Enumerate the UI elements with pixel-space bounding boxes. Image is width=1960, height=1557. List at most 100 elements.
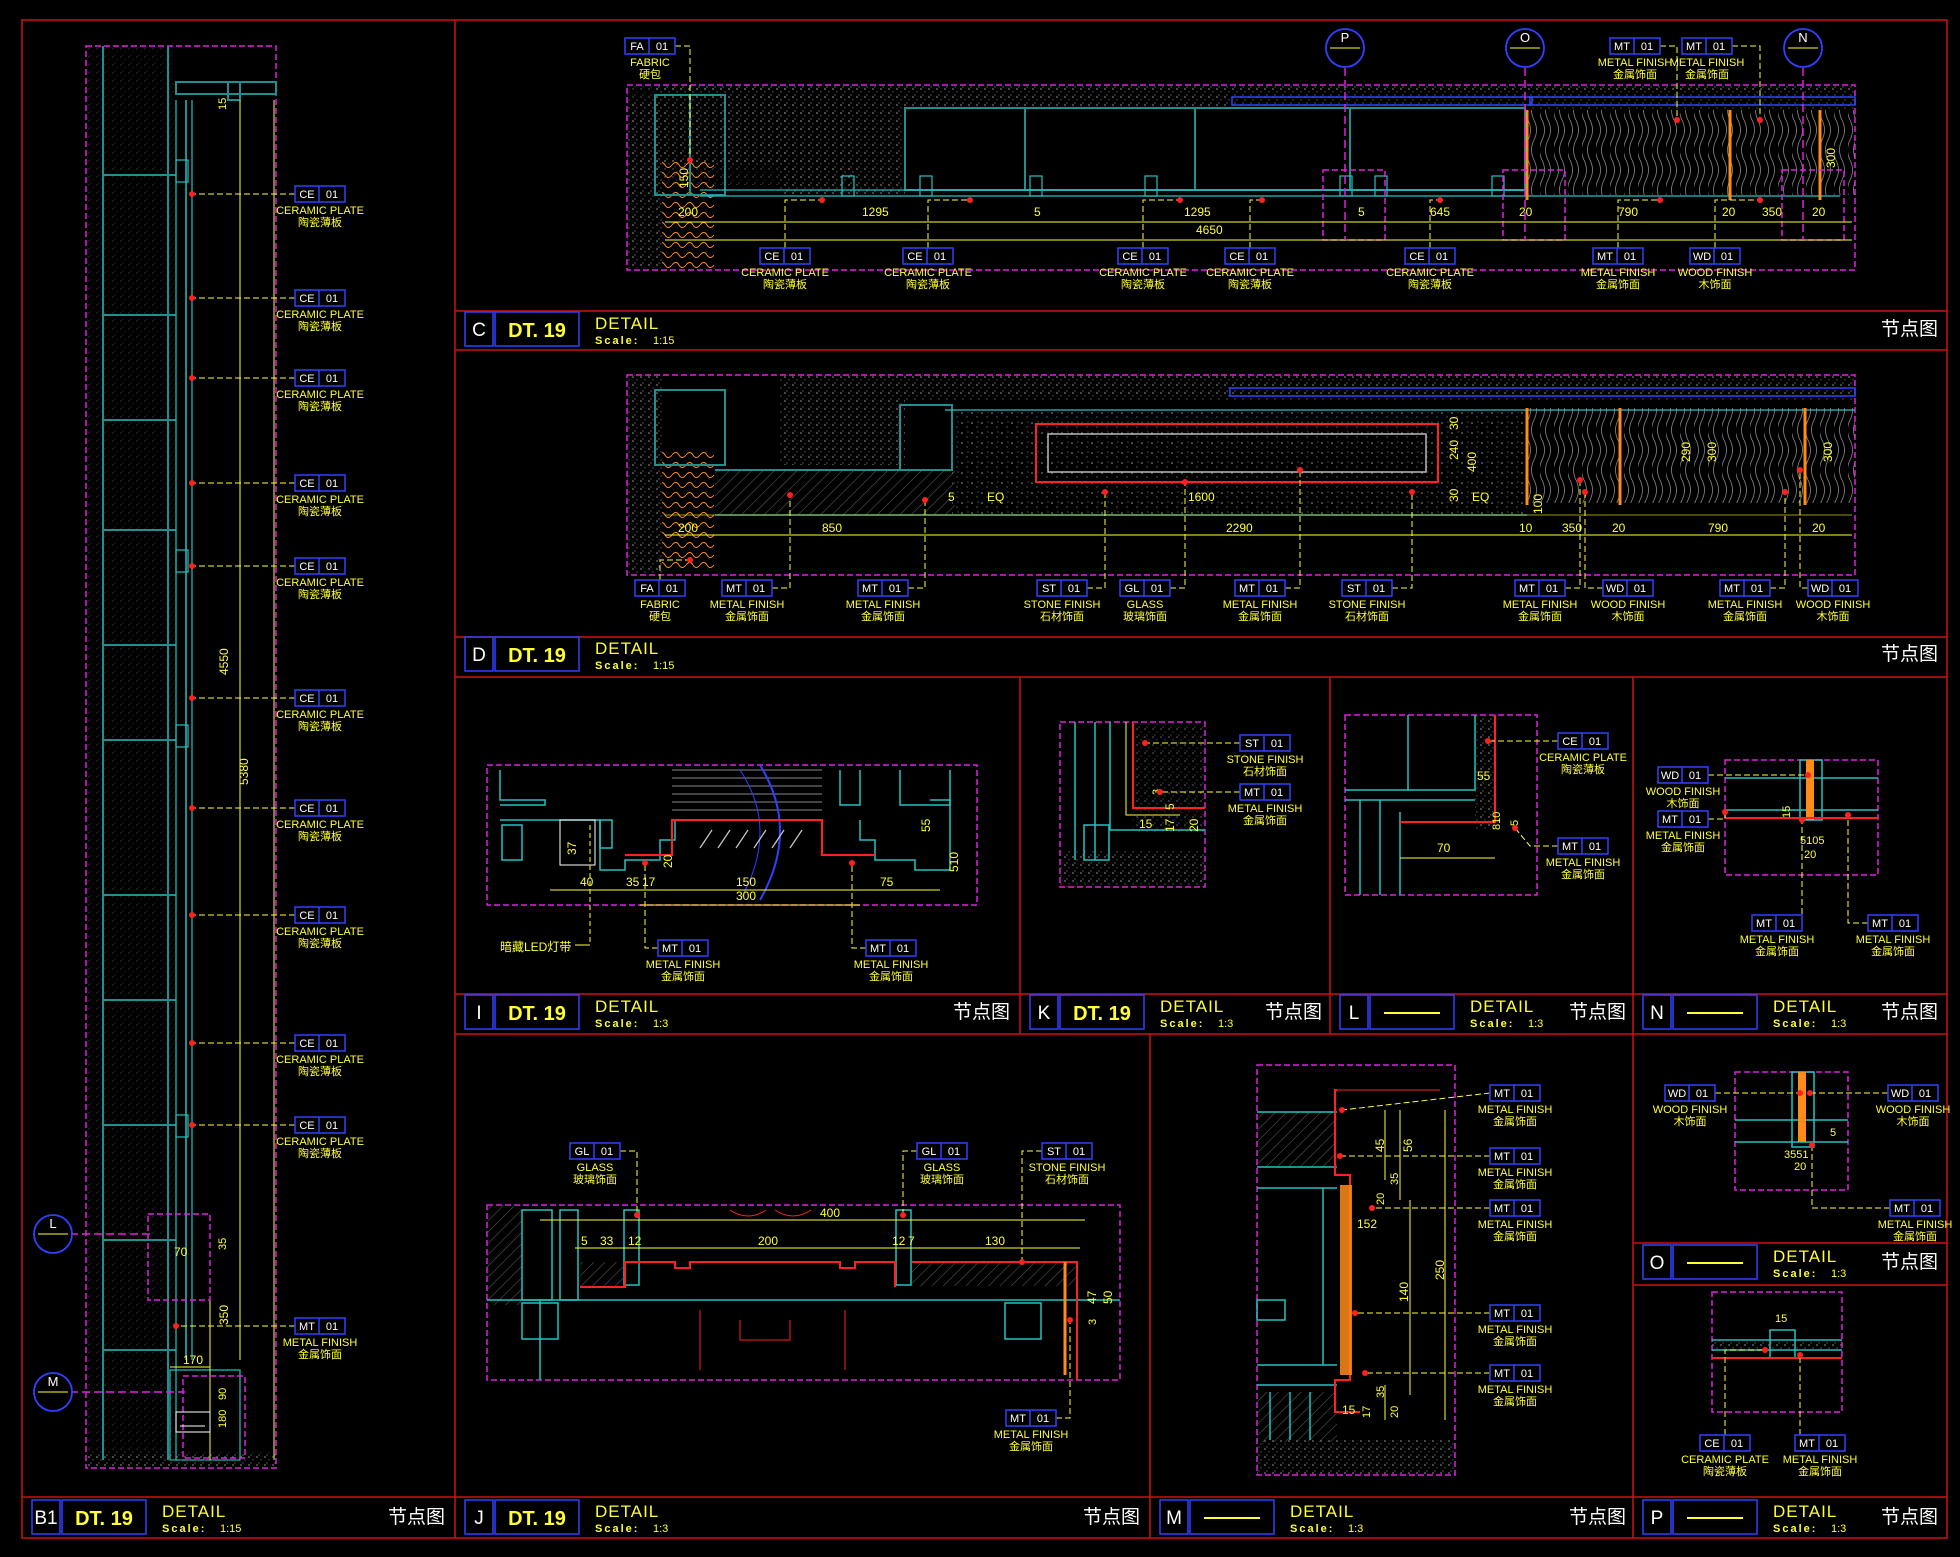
tag-english: CERAMIC PLATE [276,1054,364,1066]
tag-chinese: 陶瓷薄板 [298,587,342,601]
scale-prefix: Scale: [1290,1523,1334,1535]
tag-english: METAL FINISH [1670,57,1745,69]
tag-chinese: 木饰面 [1699,277,1732,291]
n-dim-20: 20 [1804,849,1816,861]
tag-code: MT [1494,1088,1510,1100]
i-dim-75: 75 [880,875,894,889]
tag-english: CERAMIC PLATE [1386,267,1474,279]
m-dim-20b: 20 [1389,1406,1401,1418]
tag-number: 01 [1589,736,1601,748]
tag-number: 01 [1731,1438,1743,1450]
tag-english: STONE FINISH [1029,1162,1106,1174]
tag-code: CE [299,561,314,573]
tag-number: 01 [948,1146,960,1158]
tag-chinese: 陶瓷薄板 [1408,277,1452,291]
m-dim-35b: 35 [1375,1386,1387,1398]
i-dim-55: 55 [919,818,933,832]
detail-label: DETAIL [1290,1502,1354,1521]
tag-english: METAL FINISH [1546,857,1621,869]
scale-prefix: Scale: [595,335,639,347]
i-dim-17: 17 [642,875,656,889]
sheet-reference: DT. 19 [508,1508,566,1530]
scale-prefix: Scale: [1773,1268,1817,1280]
tag-code: MT [1562,841,1578,853]
scale-value: 1:3 [1831,1268,1846,1280]
tag-chinese: 石材饰面 [1345,609,1389,623]
l-dim-810: 810 [1491,812,1503,830]
tag-number: 01 [326,1321,338,1333]
tag-number: 01 [1271,738,1283,750]
tag-code: MT [1799,1438,1815,1450]
scale-value: 1:3 [1528,1018,1543,1030]
tag-code: MT [1244,787,1260,799]
tag-code: ST [1042,583,1056,595]
tag-code: MT [1494,1203,1510,1215]
tag-chinese: 陶瓷薄板 [906,277,950,291]
j-dim-33: 33 [600,1234,614,1248]
d-dim-300b: 300 [1821,442,1835,462]
view-letter: I [476,1003,481,1024]
tag-number: 01 [753,583,765,595]
scale-value: 1:15 [653,660,674,672]
tag-chinese: 金属饰面 [1871,944,1915,958]
view-i: 37 40 35 17 20 150 300 75 55 510 暗藏LED灯带 [486,764,978,954]
tag-english: METAL FINISH [994,1429,1069,1441]
tag-english: CERAMIC PLATE [1681,1454,1769,1466]
i-dim-150: 150 [736,875,756,889]
tag-english: GLASS [924,1162,961,1174]
j-dim-5: 5 [581,1234,588,1248]
tag-chinese: 金属饰面 [1009,1439,1053,1453]
tag-english: METAL FINISH [1598,57,1673,69]
tag-code: MT [1872,918,1888,930]
tag-number: 01 [1521,1368,1533,1380]
sheet-reference: DT. 19 [508,320,566,342]
i-dim-20: 20 [661,854,675,868]
detail-label: DETAIL [1773,1502,1837,1521]
node-label-cn: 节点图 [1881,1506,1938,1528]
tag-number: 01 [326,803,338,815]
bubble-n: N [1798,30,1807,45]
c-dim-20b: 20 [1722,205,1736,219]
tag-code: CE [1122,251,1137,263]
tag-number: 01 [1068,583,1080,595]
scale-value: 1:3 [653,1523,668,1535]
tag-code: MT [1686,41,1702,53]
tag-english: WOOD FINISH [1796,599,1871,611]
tag-number: 01 [791,251,803,263]
tag-number: 01 [1624,251,1636,263]
tag-english: METAL FINISH [283,1337,358,1349]
tag-number: 01 [1149,251,1161,263]
tag-chinese: 陶瓷薄板 [1121,277,1165,291]
d-dim-240: 240 [1447,440,1461,460]
tag-english: CERAMIC PLATE [276,205,364,217]
k-dim-3: 3 [1151,789,1163,795]
tag-code: GL [922,1146,937,1158]
scale-value: 1:15 [653,335,674,347]
node-label-cn: 节点图 [1569,1001,1626,1023]
tag-chinese: 金属饰面 [1493,1114,1537,1128]
tag-number: 01 [1266,583,1278,595]
tag-number: 01 [1751,583,1763,595]
tag-code: MT [1614,41,1630,53]
tag-chinese: 金属饰面 [1561,867,1605,881]
c-dim-350: 350 [1762,205,1782,219]
